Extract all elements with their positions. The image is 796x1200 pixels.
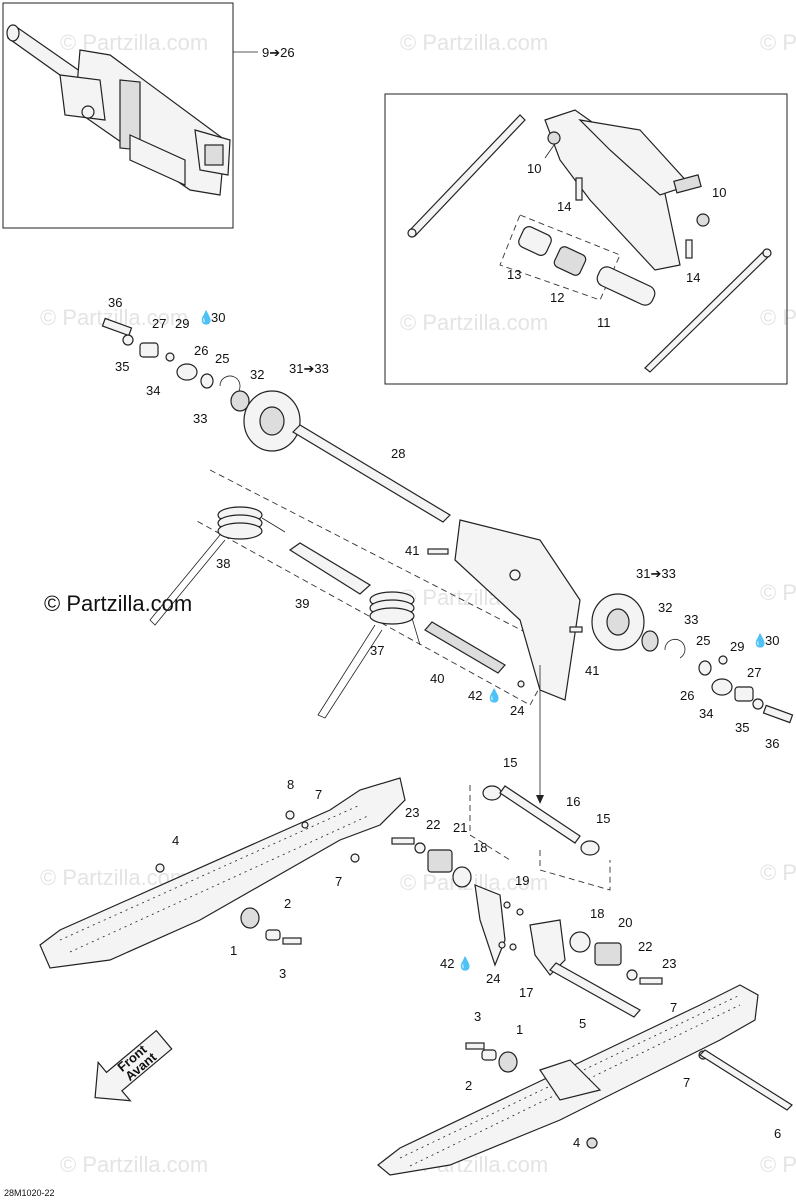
callout-9-26: 9➔26	[262, 45, 295, 60]
callout-42: 42	[440, 956, 454, 971]
callout-34: 34	[699, 706, 713, 721]
right-slide-rail: 3 1 2 7 4 6	[377, 984, 793, 1176]
watermark: © Partzilla.com	[760, 30, 796, 55]
callout-25: 25	[696, 633, 710, 648]
callout-21: 21	[453, 820, 467, 835]
callout-22: 22	[638, 939, 652, 954]
callout-25: 25	[215, 351, 229, 366]
watermark-grid: © Partzilla.com © Partzilla.com © Partzi…	[40, 30, 796, 1177]
drop-icon: 💧	[752, 633, 768, 648]
watermark: © Partzilla.com	[760, 1152, 796, 1177]
callout-35: 35	[115, 359, 129, 374]
left-wheel-hardware: 36 27 29 💧 30 35 26 25 34 32 33 31➔33	[101, 295, 329, 452]
callout-27: 27	[152, 316, 166, 331]
callout-42: 42	[468, 688, 482, 703]
callout-10: 10	[527, 161, 541, 176]
callout-7: 7	[335, 874, 342, 889]
drop-icon: 💧	[486, 688, 502, 703]
callout-24: 24	[510, 703, 524, 718]
callout-8: 8	[287, 777, 294, 792]
inset-frame-assembly: 9➔26	[2, 2, 295, 229]
callout-15: 15	[596, 811, 610, 826]
callout-7: 7	[315, 787, 322, 802]
callout-31-33: 31➔33	[289, 361, 329, 376]
callout-29: 29	[730, 639, 744, 654]
callout-17: 17	[519, 985, 533, 1000]
callout-18: 18	[590, 906, 604, 921]
callout-24: 24	[486, 971, 500, 986]
watermark-main: © Partzilla.com	[44, 591, 192, 616]
callout-18: 18	[473, 840, 487, 855]
callout-22: 22	[426, 817, 440, 832]
callout-40: 40	[430, 671, 444, 686]
callout-4: 4	[172, 833, 179, 848]
callout-26: 26	[680, 688, 694, 703]
callout-30: 30	[211, 310, 225, 325]
callout-33: 33	[684, 612, 698, 627]
callout-33: 33	[193, 411, 207, 426]
callout-31-33: 31➔33	[636, 566, 676, 581]
callout-28: 28	[391, 446, 405, 461]
watermark: © Partzilla.com	[400, 30, 548, 55]
callout-32: 32	[250, 367, 264, 382]
callout-37: 37	[370, 643, 384, 658]
callout-2: 2	[284, 896, 291, 911]
watermark: © Partzilla.com	[400, 870, 548, 895]
callout-14: 14	[686, 270, 700, 285]
callout-4: 4	[573, 1135, 580, 1150]
watermark: © Partzilla.com	[760, 580, 796, 605]
callout-34: 34	[146, 383, 160, 398]
callout-32: 32	[658, 600, 672, 615]
watermark: © Partzilla.com	[60, 1152, 208, 1177]
callout-30: 30	[765, 633, 779, 648]
callout-3: 3	[279, 966, 286, 981]
callout-38: 38	[216, 556, 230, 571]
watermark: © Partzilla.com	[400, 310, 548, 335]
cross-shaft-assembly: 28 38 39 37 40 41	[149, 424, 599, 804]
callout-1: 1	[516, 1022, 523, 1037]
callout-20: 20	[618, 915, 632, 930]
callout-14: 14	[557, 199, 571, 214]
callout-26: 26	[194, 343, 208, 358]
callout-35: 35	[735, 720, 749, 735]
drop-icon: 💧	[198, 310, 214, 325]
callout-2: 2	[465, 1078, 472, 1093]
callout-7: 7	[683, 1075, 690, 1090]
center-linkage: 23 22 21 18 19 18 20 22 23 42 💧 24 17 5 …	[391, 805, 677, 1031]
right-wheel-hardware: 31➔33 32 33 25 29 💧 30 26 27 34 35 36	[591, 566, 794, 751]
callout-16: 16	[566, 794, 580, 809]
callout-41: 41	[585, 663, 599, 678]
callout-23: 23	[662, 956, 676, 971]
callout-12: 12	[550, 290, 564, 305]
callout-10: 10	[712, 185, 726, 200]
callout-1: 1	[230, 943, 237, 958]
callout-6: 6	[774, 1126, 781, 1141]
diagram-code: 28M1020-22	[4, 1188, 55, 1198]
callout-36: 36	[765, 736, 779, 751]
callout-29: 29	[175, 316, 189, 331]
callout-27: 27	[747, 665, 761, 680]
inset-pivot-arm: 10 10 14 14 13 12 11	[384, 93, 788, 385]
callout-5: 5	[579, 1016, 586, 1031]
watermark: © Partzilla.com	[760, 860, 796, 885]
front-direction-arrow: Front Avant	[94, 1029, 173, 1102]
callout-41: 41	[405, 543, 419, 558]
callout-13: 13	[507, 267, 521, 282]
callout-19: 19	[515, 873, 529, 888]
callout-7: 7	[670, 1000, 677, 1015]
pivot-shaft-group: 15 16 15	[469, 755, 610, 891]
callout-36: 36	[108, 295, 122, 310]
left-slide-rail: 8 7 4 7 2 1 3	[39, 777, 406, 981]
callout-39: 39	[295, 596, 309, 611]
drop-icon: 💧	[457, 956, 473, 971]
callout-11: 11	[597, 315, 611, 330]
callout-23: 23	[405, 805, 419, 820]
callout-15: 15	[503, 755, 517, 770]
watermark: © Partzilla.com	[760, 305, 796, 330]
callout-3: 3	[474, 1009, 481, 1024]
